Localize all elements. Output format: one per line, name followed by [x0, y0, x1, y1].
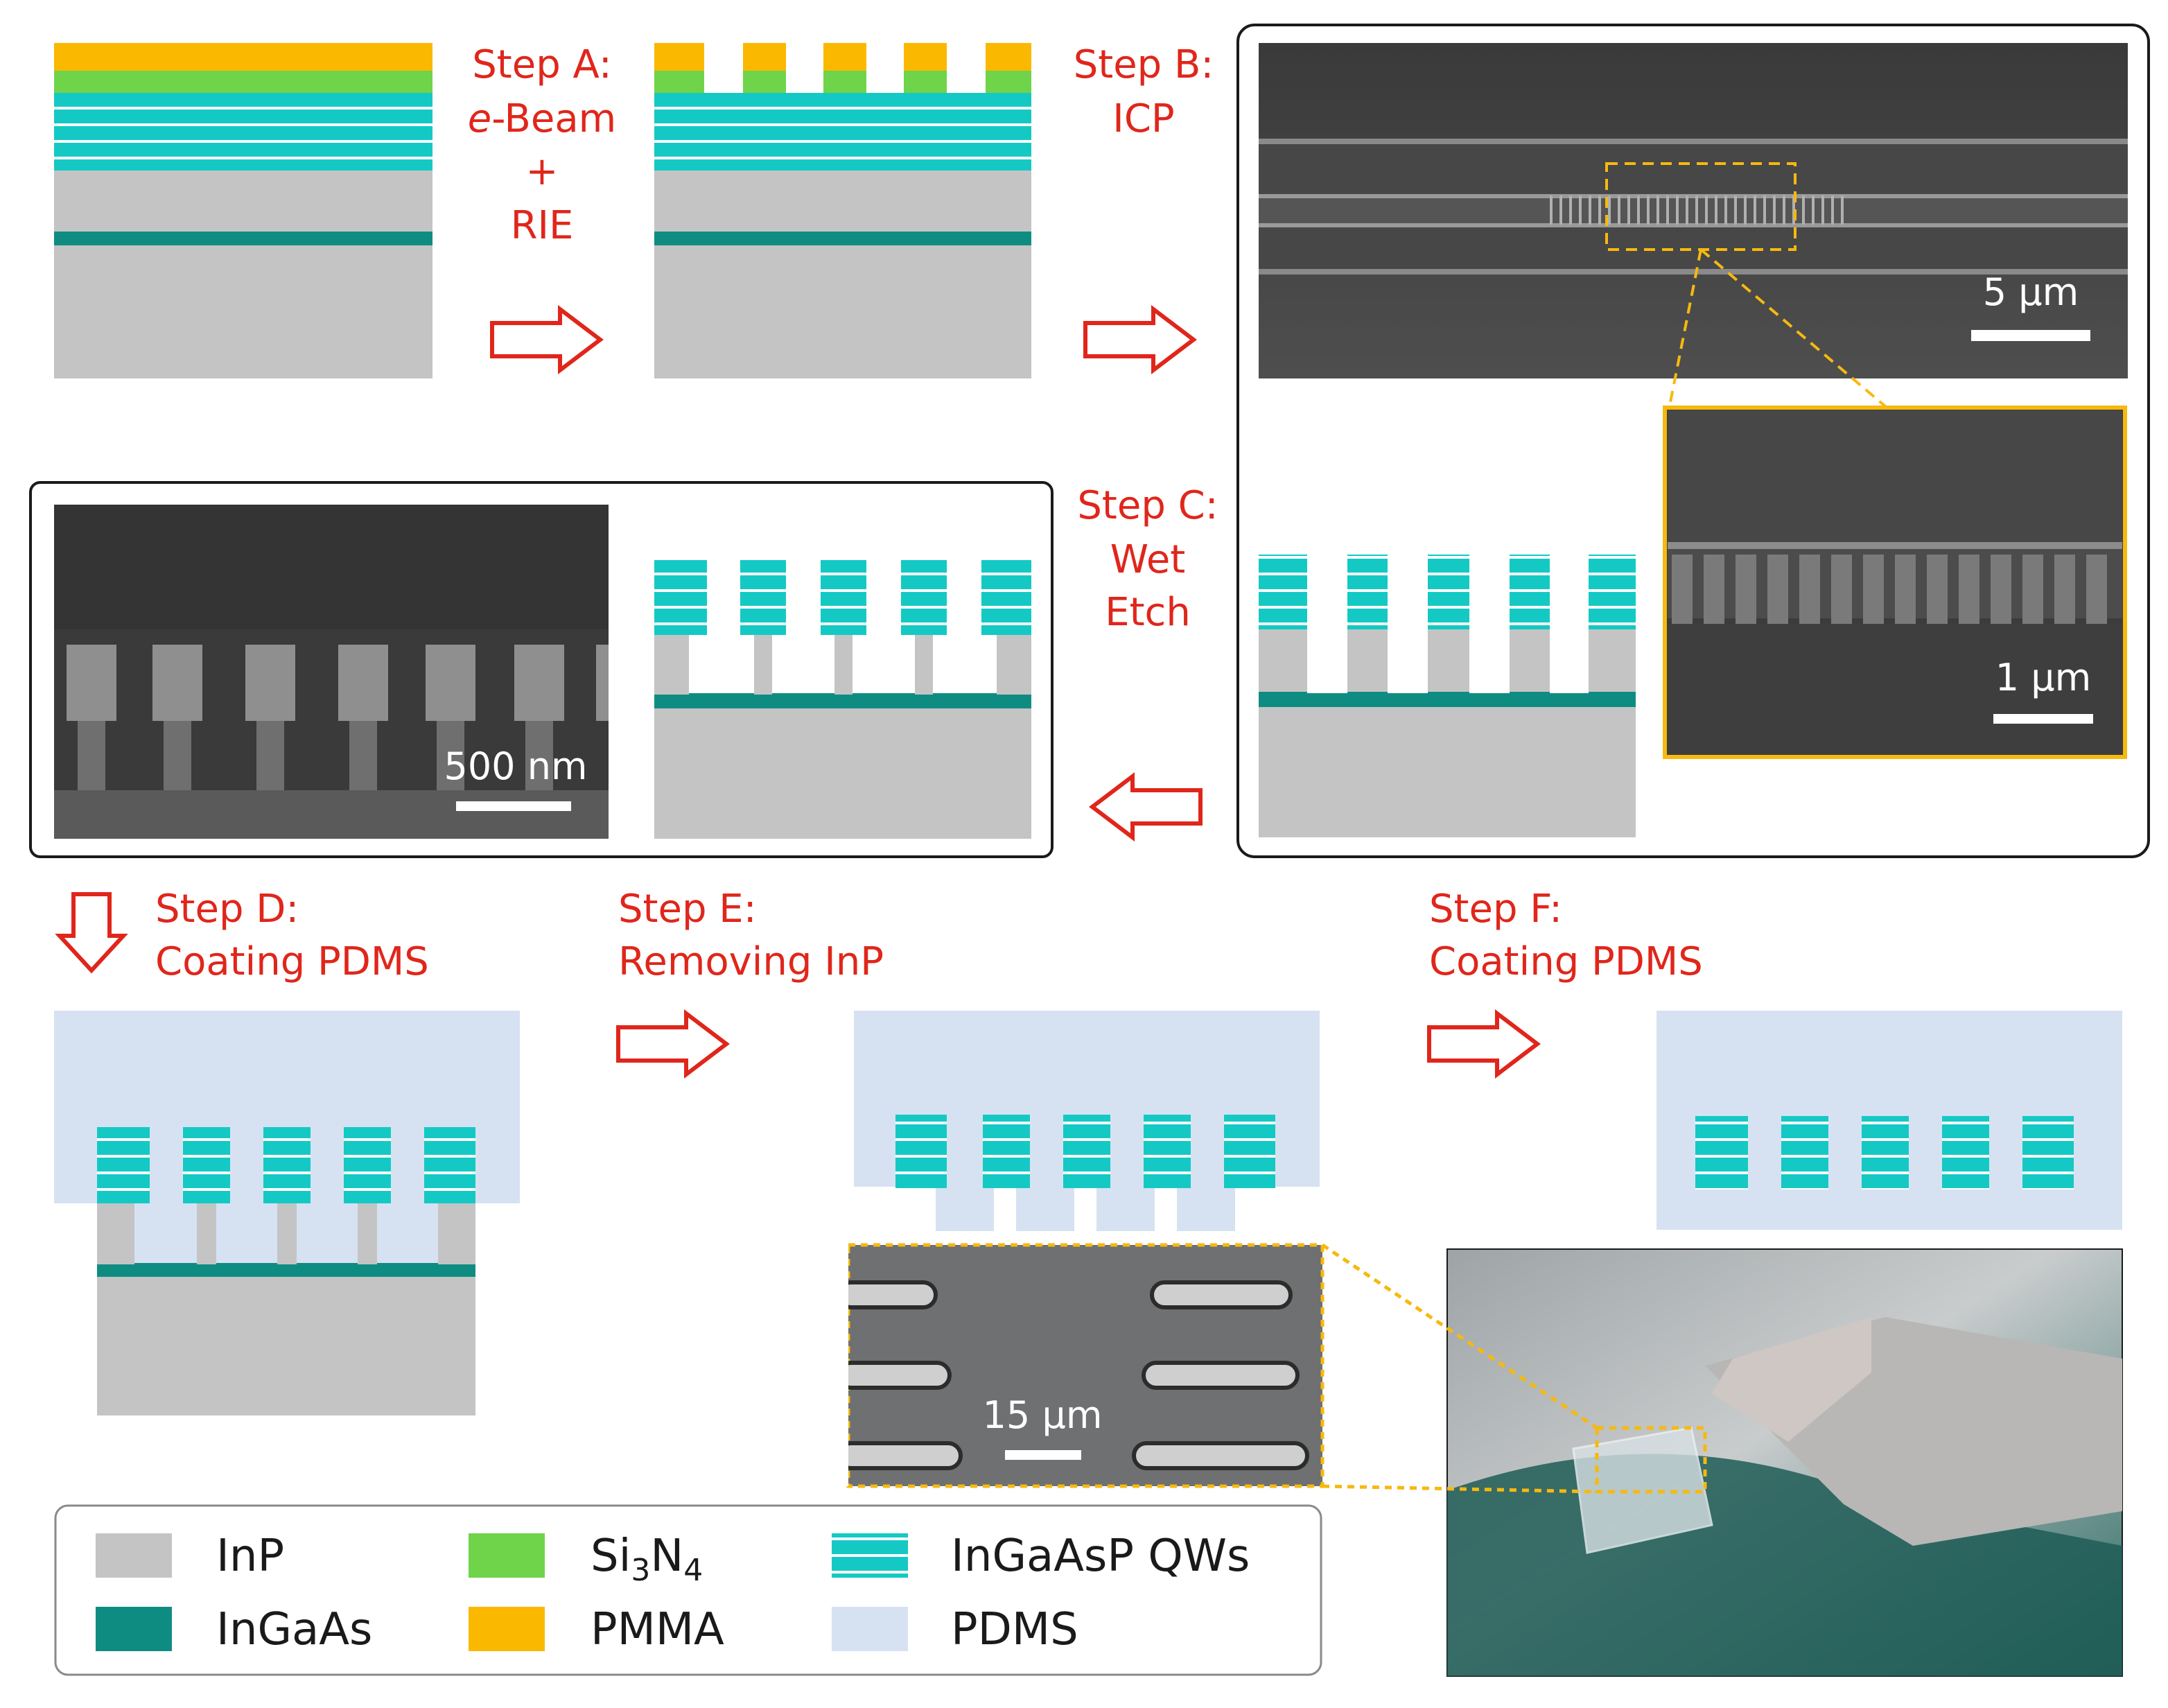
zoom-line	[1699, 248, 1887, 408]
step-f-label: Step F: Coating PDMS	[1429, 887, 1703, 984]
ingaas-layer	[54, 232, 432, 245]
step-e-label: Step E: Removing InP	[618, 887, 884, 984]
legend: InP InGaAs Si3N4 PMMA InGaAsP QWs PDMS	[54, 1504, 1322, 1676]
step-d-label: Step D: Coating PDMS	[155, 887, 429, 984]
wafer-step-b	[1259, 555, 1636, 837]
step-a-label: Step A: e-Beam + RIE	[468, 42, 616, 248]
si3n4-layer	[54, 71, 432, 93]
svg-text:Step E:: Step E:	[618, 887, 757, 932]
legend-swatch-ingaas	[96, 1607, 172, 1651]
svg-text:Step F:: Step F:	[1429, 887, 1562, 932]
scale-bar	[1993, 714, 2093, 724]
ingaas-layer	[654, 232, 1031, 245]
inp-substrate	[54, 171, 432, 378]
legend-swatch-inp	[96, 1533, 172, 1578]
scale-bar	[456, 801, 571, 811]
wafer-step-f	[1656, 1011, 2122, 1230]
svg-text:ICP: ICP	[1112, 96, 1174, 141]
wafer-step-c	[654, 560, 1031, 839]
arrow-right-icon	[616, 1009, 730, 1079]
legend-swatch-pmma	[469, 1607, 545, 1651]
sample-marker	[1595, 1426, 1707, 1494]
legend-label-inp: InP	[216, 1531, 284, 1582]
legend-swatch-si3n4	[469, 1533, 545, 1578]
legend-swatch-qws	[832, 1533, 908, 1578]
legend-label-si3n4: Si3N4	[591, 1531, 703, 1588]
step-c-label: Step C: Wet Etch	[1077, 483, 1218, 635]
pmma-layer	[54, 43, 432, 71]
pmma-si3n4-pillars	[654, 43, 1031, 93]
grating-teeth	[1672, 555, 2107, 624]
arrow-down-icon	[55, 892, 128, 974]
wafer-initial	[54, 43, 432, 378]
step-b-label: Step B: ICP	[1074, 42, 1214, 141]
zoom-line	[1668, 249, 1702, 410]
svg-text:Step D:: Step D:	[155, 887, 299, 932]
arrow-right-icon	[490, 304, 604, 375]
sem-image-pillars: 500 nm	[54, 505, 609, 839]
svg-text:Step C:: Step C:	[1077, 483, 1218, 528]
legend-frame	[54, 1504, 1322, 1676]
legend-label-pmma: PMMA	[591, 1604, 724, 1655]
wafer-step-d	[54, 1011, 520, 1415]
grating-lines	[1550, 195, 1844, 225]
inp-substrate	[654, 171, 1031, 378]
legend-label-pdms: PDMS	[951, 1604, 1078, 1655]
mask	[832, 1245, 848, 1486]
arrow-right-icon	[1427, 1009, 1541, 1079]
step-bc-panel	[1236, 24, 2150, 858]
sample-photo	[1446, 1248, 2123, 1677]
qw-stack	[654, 93, 1031, 171]
scale-bar	[1971, 330, 2090, 341]
svg-text:Step A:: Step A:	[472, 42, 612, 87]
wafer-step-e	[854, 1011, 1320, 1231]
zoom-line	[1322, 1484, 1598, 1494]
optical-micrograph: 15 µm	[837, 1243, 1325, 1488]
zoom-line	[1321, 1243, 1598, 1430]
legend-label-qws: InGaAsP QWs	[951, 1531, 1250, 1582]
svg-text:RIE: RIE	[511, 203, 574, 248]
svg-text:Coating PDMS: Coating PDMS	[1429, 939, 1703, 984]
wafer-step-a	[654, 43, 1031, 378]
legend-swatch-pdms	[832, 1607, 908, 1651]
scale-label-zoom: 1 µm	[1995, 656, 2091, 699]
scale-bar	[1005, 1450, 1081, 1460]
legend-label-ingaas: InGaAs	[216, 1604, 372, 1655]
step-c-panel	[29, 481, 1054, 858]
svg-text:Coating PDMS: Coating PDMS	[155, 939, 429, 984]
svg-text:Step B:: Step B:	[1074, 42, 1214, 87]
scale-label-optical: 15 µm	[983, 1393, 1103, 1437]
svg-text:Removing InP: Removing InP	[618, 939, 884, 984]
sem-image-top: 5 µm	[1259, 43, 2128, 378]
svg-text:+: +	[526, 149, 559, 194]
svg-text:Wet: Wet	[1110, 537, 1186, 582]
sem-image-zoom: 1 µm	[1663, 406, 2127, 759]
arrow-right-icon	[1083, 304, 1197, 375]
arrow-left-icon	[1089, 772, 1203, 842]
qw-stack	[54, 93, 432, 171]
svg-text:e-Beam: e-Beam	[468, 96, 616, 141]
scale-label-top: 5 µm	[1983, 270, 2079, 314]
scale-label-pillars: 500 nm	[444, 744, 587, 788]
svg-text:Etch: Etch	[1105, 590, 1191, 635]
